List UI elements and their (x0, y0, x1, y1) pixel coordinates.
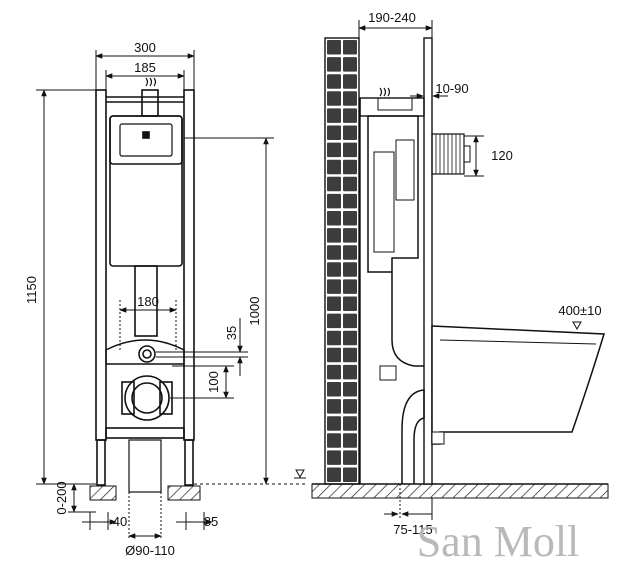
brick (343, 193, 357, 209)
dim-leg-left: 40 (113, 514, 127, 529)
dim-total-height: 1150 (24, 276, 39, 304)
dim-offset-100: 100 (206, 371, 221, 393)
dim-panel-gap: 10-90 (435, 81, 468, 96)
flush-plate-area (109, 115, 183, 165)
brick (343, 245, 357, 260)
dim-frame-width: 300 (134, 40, 156, 55)
brick (327, 467, 341, 482)
side-dimensions (358, 20, 484, 520)
dim-bowl-height: 400±10 (558, 303, 601, 318)
brick (343, 382, 357, 397)
brick (343, 399, 357, 414)
brick (343, 330, 357, 346)
wall-panel (423, 37, 433, 485)
brick (343, 40, 357, 55)
dim-leg-adjust: 0-200 (54, 481, 69, 514)
dim-pipe-spacing: 180 (137, 294, 159, 309)
brick (343, 125, 357, 140)
drain-elbow-side (401, 389, 425, 484)
brick (343, 416, 357, 431)
brick (343, 228, 357, 243)
brick (343, 211, 357, 226)
front-dimensions (36, 50, 308, 540)
brick (343, 296, 357, 311)
leg-right (184, 439, 194, 486)
inlet-pipe (138, 345, 156, 363)
brick (327, 399, 341, 414)
brick (343, 57, 357, 72)
brick (343, 159, 357, 175)
brick (327, 262, 341, 277)
brick (327, 330, 341, 346)
brick (327, 125, 341, 140)
brick (343, 467, 357, 482)
brick (327, 57, 341, 72)
cistern-side (367, 115, 419, 273)
brick (343, 313, 357, 329)
dim-floor-offset: 75-115 (393, 522, 433, 537)
brick (327, 313, 341, 329)
dim-stud-height: 120 (491, 148, 513, 163)
brick (343, 364, 357, 380)
dim-leg-right: 85 (204, 514, 218, 529)
brick (343, 347, 357, 363)
brick (343, 450, 357, 465)
brick (343, 142, 357, 158)
brick (327, 108, 341, 123)
frame-bottom-bar (105, 427, 185, 439)
frame-left-post (95, 89, 107, 441)
brick (327, 211, 341, 226)
brick (327, 40, 341, 55)
flush-pipe (134, 265, 158, 337)
bowl-level-mark (572, 321, 582, 331)
flush-pipe-side (391, 272, 424, 367)
frame-right-post (183, 89, 195, 441)
brick (327, 228, 341, 243)
leg-left (96, 439, 106, 486)
dim-offset-35: 35 (224, 326, 239, 340)
brick (343, 74, 357, 89)
brick (327, 142, 341, 158)
brick-pattern (327, 40, 357, 482)
brick (327, 91, 341, 106)
brick (343, 176, 357, 192)
front-view (89, 77, 201, 501)
brick (327, 245, 341, 260)
brick (327, 74, 341, 89)
brick (327, 364, 341, 380)
brick (327, 193, 341, 209)
side-view (311, 37, 609, 499)
brick (327, 347, 341, 363)
brick (343, 262, 357, 277)
brick (327, 416, 341, 431)
dim-depth: 190-240 (368, 10, 416, 25)
brick (327, 296, 341, 311)
floor (311, 483, 609, 499)
brick (327, 450, 341, 465)
dim-tank-height: 1000 (247, 297, 262, 326)
brick (343, 279, 357, 294)
dim-inner-width: 185 (134, 60, 156, 75)
dim-drain-diameter: Ø90-110 (125, 543, 175, 558)
brick (327, 279, 341, 294)
brick (343, 91, 357, 106)
brick (327, 159, 341, 175)
floor-level-marks (294, 321, 582, 479)
watermark-logo: San Moll (417, 517, 580, 565)
brick (327, 382, 341, 397)
brick (343, 433, 357, 448)
brick (327, 433, 341, 448)
drain-elbow (124, 375, 170, 421)
brick (343, 108, 357, 123)
brick (327, 176, 341, 192)
